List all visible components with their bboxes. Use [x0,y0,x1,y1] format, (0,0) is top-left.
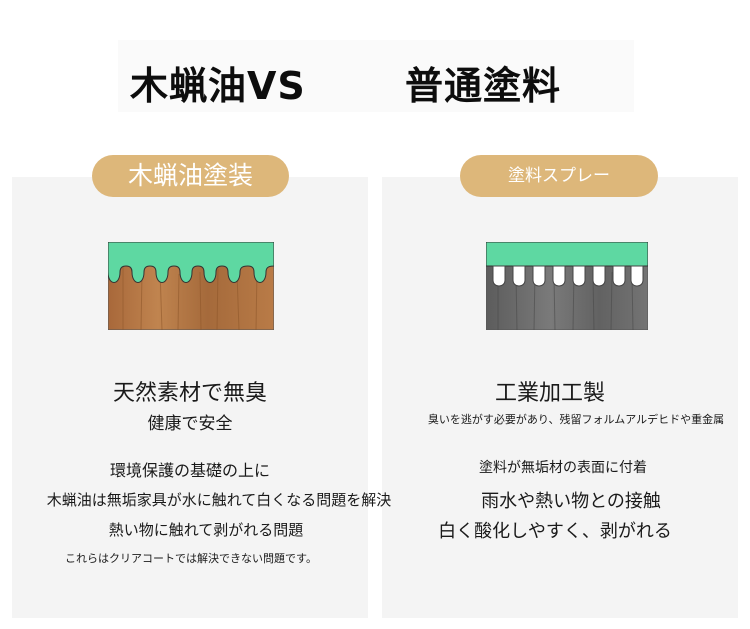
right-heading: 工業加工製 [494,381,606,406]
right-line-3: 白く酸化しやすく、剥がれる [438,521,672,542]
left-title: 木蝋油VS [130,64,306,108]
wax-oil-wood-illustration [108,242,274,330]
right-title: 普通塗料 [405,64,562,108]
right-line-2: 雨水や熱い物との接触 [481,491,661,512]
title-band [118,40,634,112]
left-heading: 天然素材で無臭 [112,381,268,406]
left-line-4: これらはクリアコートでは解決できない問題です。 [65,552,317,565]
left-line-3: 熱い物に触れて剥がれる問題 [108,521,304,539]
paint-wood-illustration [486,242,648,330]
left-line-1: 環境保護の基礎の上に [109,461,271,480]
right-subheading: 臭いを逃がす必要があり、残留フォルムアルデヒドや重金属 [427,413,725,426]
wood-wax-oil-badge: 木蝋油塗装 [92,155,289,197]
right-line-1: 塗料が無垢材の表面に付着 [479,460,647,476]
left-subheading: 健康で安全 [147,414,233,434]
left-line-2: 木蝋油は無垢家具が水に触れて白くなる問題を解決 [46,491,392,509]
paint-spray-badge: 塗料スプレー [460,155,658,197]
